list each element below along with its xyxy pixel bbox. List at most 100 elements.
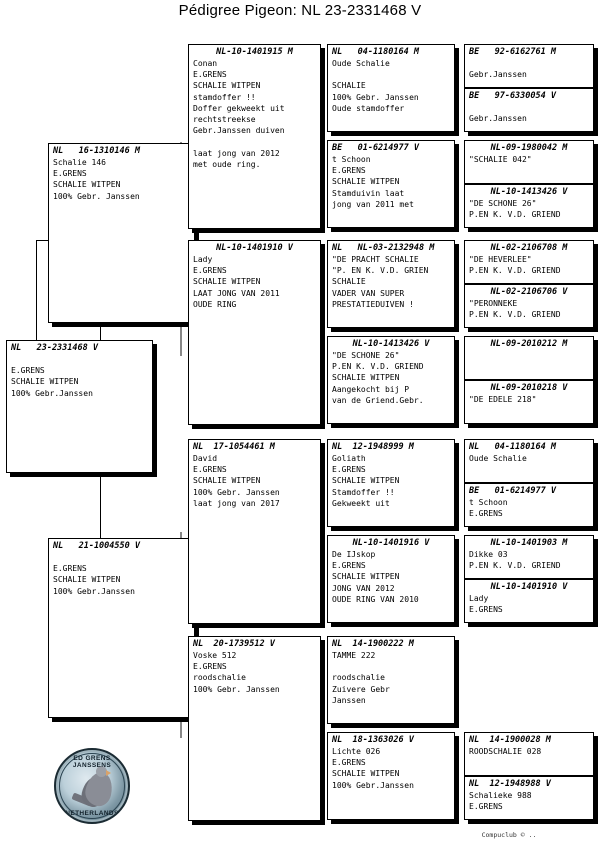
pedigree-box-ggg8[interactable]: NL-09-2010218 V "DE EDELE 218" [464,380,594,424]
pedigree-box-ggg6[interactable]: NL-02-2106706 V "PERONNEKE P.EN K. V.D. … [464,284,594,328]
ring-number: NL 04-1180164 M [332,47,419,57]
ring-number: NL-10-1401915 M [216,47,293,57]
pedigree-box-sire[interactable]: NL 16-1310146 M Schalie 146 E.GRENS SCHA… [48,143,195,323]
pedigree-box-subject[interactable]: NL 23-2331468 V E.GRENS SCHALIE WITPEN 1… [6,340,153,473]
box-lines: Lady E.GRENS SCHALIE WITPEN LAAT JONG VA… [189,254,320,310]
pedigree-box-ggg11[interactable]: NL-10-1401903 M Dikke 03 P.EN K. V.D. GR… [464,535,594,579]
pedigree-box-gg4[interactable]: NL-10-1413426 V "DE SCHONE 26" P.EN K. V… [327,336,455,424]
line: E.GRENS [332,758,366,768]
box-lines [465,350,593,361]
logo-top-text: ED GRENS JANSSENS [72,755,112,769]
pedigree-box-gg2[interactable]: BE 01-6214977 V t Schoon E.GRENS SCHALIE… [327,140,455,228]
line: Aangekocht bij P [332,384,410,394]
line: met oude ring. [193,159,261,169]
line: E.GRENS [11,366,45,376]
box-lines: Oude Schalie [465,453,593,464]
line: SCHALIE WITPEN [332,476,400,486]
connector [320,484,322,524]
line: stamdoffer !! [193,92,256,102]
logo-ring [59,753,125,819]
ring-number: NL 21-1004550 V [53,541,140,551]
line: "SCHALIE 042" [469,155,532,164]
line: David [193,454,218,463]
line: SCHALIE WITPEN [11,377,79,387]
pedigree-box-gg8[interactable]: NL 18-1363026 V Lichte 026 E.GRENS SCHAL… [327,732,455,820]
line: Schalieke 988 [469,791,532,800]
box-lines: Schalie 146 E.GRENS SCHALIE WITPEN 100% … [49,157,194,202]
line: E.GRENS [469,802,503,812]
ring-number: NL 18-1363026 V [332,735,414,745]
pedigree-box-gg6[interactable]: NL-10-1401916 V De IJskop E.GRENS SCHALI… [327,535,455,623]
line: P.EN K. V.D. GRIEND [469,210,561,220]
box-lines: David E.GRENS SCHALIE WITPEN 100% Gebr. … [189,453,320,509]
pedigree-box-ggg14[interactable]: NL 12-1948988 V Schalieke 988 E.GRENS [464,776,594,820]
connector [320,90,322,128]
pedigree-box-dam[interactable]: NL 21-1004550 V E.GRENS SCHALIE WITPEN 1… [48,538,195,718]
ring-number: NL-10-1401903 M [490,538,568,548]
box-lines: Gebr.Janssen [465,102,593,124]
pedigree-box-ggg1[interactable]: BE 92-6162761 M Gebr.Janssen [464,44,594,88]
line: jong van 2011 met [332,199,414,209]
connector [457,560,459,594]
ring-number: NL 12-1948999 M [332,442,414,452]
connector [457,164,459,198]
box-lines: Oude Schalie SCHALIE 100% Gebr. Janssen … [328,58,454,114]
line: van de Griend.Gebr. [332,395,424,405]
line: JONG VAN 2012 [332,583,395,593]
line: P.EN K. V.D. GRIEND [469,310,561,320]
pedigree-box-ggg5[interactable]: NL-02-2106708 M "DE HEVERLEE" P.EN K. V.… [464,240,594,284]
line: E.GRENS [469,509,503,519]
line: E.GRENS [193,465,227,475]
box-lines: Voske 512 E.GRENS roodschalie 100% Gebr.… [189,650,320,695]
pedigree-box-g3[interactable]: NL 17-1054461 M David E.GRENS SCHALIE WI… [188,439,321,624]
pedigree-box-g4[interactable]: NL 20-1739512 V Voske 512 E.GRENS roodsc… [188,636,321,821]
logo-bottom-text: NETHERLANDS [65,810,119,817]
pedigree-box-gg5[interactable]: NL 12-1948999 M Goliath E.GRENS SCHALIE … [327,439,455,527]
box-lines: Lichte 026 E.GRENS SCHALIE WITPEN 100% G… [328,746,454,791]
ring-number: NL 14-1900222 M [332,639,414,649]
line: E.GRENS [53,169,87,179]
box-lines: "DE HEVERLEE" P.EN K. V.D. GRIEND [465,254,593,276]
pedigree-box-gg7[interactable]: NL 14-1900222 M TAMME 222 roodschalie Zu… [327,636,455,724]
box-lines: E.GRENS SCHALIE WITPEN 100% Gebr.Janssen [49,552,194,597]
pedigree-box-gg3[interactable]: NL NL-03-2132948 M "DE PRACHT SCHALIE "P… [327,240,455,328]
line: 100% Gebr. Janssen [193,487,280,497]
box-lines: "PERONNEKE P.EN K. V.D. GRIEND [465,298,593,320]
line: Gebr.Janssen duiven [193,126,285,136]
line: Gebr.Janssen [469,70,527,80]
ring-number: NL 20-1739512 V [193,639,275,649]
pedigree-box-gg1[interactable]: NL 04-1180164 M Oude Schalie SCHALIE 100… [327,44,455,132]
line: t Schoon [469,498,508,507]
pedigree-box-ggg13[interactable]: NL 14-1900028 M ROODSCHALIE 028 [464,732,594,776]
line: SCHALIE WITPEN [332,572,400,582]
pedigree-box-ggg10[interactable]: BE 01-6214977 V t Schoon E.GRENS [464,483,594,527]
pedigree-box-ggg4[interactable]: NL-10-1413426 V "DE SCHONE 26" P.EN K. V… [464,184,594,228]
line: Dikke 03 [469,550,508,559]
line: De IJskop [332,550,376,559]
line: SCHALIE [332,81,366,91]
pedigree-box-ggg7[interactable]: NL-09-2010212 M [464,336,594,380]
line: E.GRENS [332,465,366,475]
pedigree-box-g1[interactable]: NL-10-1401915 M Conan E.GRENS SCHALIE WI… [188,44,321,229]
line: "DE SCHONE 26" [469,199,537,208]
pedigree-box-ggg12[interactable]: NL-10-1401910 V Lady E.GRENS [464,579,594,623]
ring-number: NL-10-1413426 V [352,339,430,349]
pedigree-box-ggg2[interactable]: BE 97-6330054 V Gebr.Janssen [464,88,594,132]
ring-number: BE 92-6162761 M [469,47,556,57]
line: Stamduivin laat [332,188,405,198]
pedigree-box-g2[interactable]: NL-10-1401910 V Lady E.GRENS SCHALIE WIT… [188,240,321,425]
line: VADER VAN SUPER [332,288,405,298]
ring-number: NL 23-2331468 V [11,343,98,353]
line: SCHALIE WITPEN [193,81,261,91]
line: E.GRENS [332,166,366,176]
box-lines: "DE PRACHT SCHALIE "P. EN K. V.D. GRIEN … [328,254,454,310]
line: t Schoon [332,155,371,164]
line: laat jong van 2012 [193,148,280,158]
line [332,69,450,80]
line: OUDE RING VAN 2010 [332,594,419,604]
page-title: Pédigree Pigeon: NL 23-2331468 V [178,2,422,19]
pedigree-box-ggg3[interactable]: NL-09-1980042 M "SCHALIE 042" [464,140,594,184]
line: Lady [193,255,213,264]
box-lines: Schalieke 988 E.GRENS [465,790,593,812]
pedigree-box-ggg9[interactable]: NL 04-1180164 M Oude Schalie [464,439,594,483]
